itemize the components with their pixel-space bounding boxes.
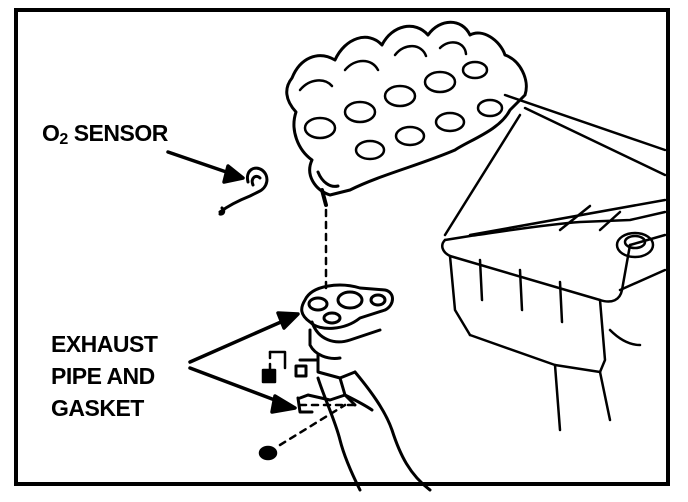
leader-arrows <box>166 150 300 414</box>
exhaust-label-line-1: EXHAUST <box>51 331 158 357</box>
exhaust-arrow-upper <box>188 316 292 364</box>
exhaust-label-line-2: PIPE AND <box>51 363 155 389</box>
exhaust-pipe-label: EXHAUST PIPE AND GASKET <box>51 328 158 424</box>
bolt-parts <box>258 350 287 461</box>
exhaust-manifold <box>285 20 528 207</box>
o2-sensor-part <box>218 166 269 216</box>
exhaust-label-line-3: GASKET <box>51 395 144 421</box>
o2-sensor-label: O2 SENSOR <box>42 120 168 148</box>
exhaust-arrow-lower <box>188 366 290 407</box>
engine-block <box>441 93 667 432</box>
exhaust-pipe-and-gasket <box>294 283 432 492</box>
